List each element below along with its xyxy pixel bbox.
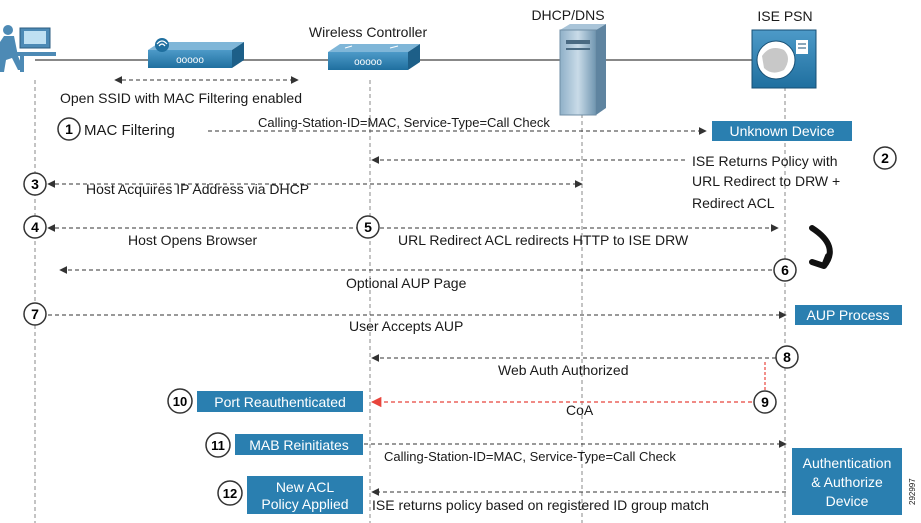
user-workstation-icon <box>0 25 56 72</box>
unknown-device-label: Unknown Device <box>729 123 834 139</box>
svg-text:1: 1 <box>65 121 73 137</box>
authentication-authorize-box <box>792 448 902 515</box>
message-m2-line3: Redirect ACL <box>692 195 775 211</box>
ise-psn-label: ISE PSN <box>757 8 812 24</box>
wireless-controller-label: Wireless Controller <box>309 24 428 40</box>
message-m12: ISE returns policy based on registered I… <box>372 497 709 513</box>
port-reauthenticated-box <box>197 391 363 412</box>
step-8-badge: 8 <box>775 345 799 369</box>
svg-text:2: 2 <box>881 150 889 166</box>
message-m11: Calling-Station-ID=MAC, Service-Type=Cal… <box>384 449 676 464</box>
svg-text:8: 8 <box>783 349 791 365</box>
unknown-device-box <box>712 121 852 141</box>
message-m9: CoA <box>566 402 594 418</box>
new-acl-policy-box <box>247 476 363 514</box>
access-point-icon: ooooo <box>148 38 244 68</box>
step-6-badge: 6 <box>773 258 797 282</box>
figure-id: 292997 <box>908 478 917 505</box>
open-ssid-label: Open SSID with MAC Filtering enabled <box>60 90 302 106</box>
message-m2-line2: URL Redirect to DRW + <box>692 173 840 189</box>
auth-line2: & Authorize <box>811 474 883 490</box>
message-m7: User Accepts AUP <box>349 318 463 334</box>
step-1-badge: 1 <box>57 117 81 141</box>
svg-text:7: 7 <box>31 306 39 322</box>
dhcp-dns-server-icon <box>559 24 606 116</box>
wireless-controller-icon: ooooo <box>328 44 420 70</box>
ise-psn-icon <box>751 29 817 89</box>
svg-text:ooooo: ooooo <box>176 55 204 66</box>
step-1-label: MAC Filtering <box>84 122 175 139</box>
step-4-badge: 4 <box>23 215 47 239</box>
svg-text:5: 5 <box>364 219 372 235</box>
step-9-badge: 9 <box>753 390 777 414</box>
message-m4: Host Opens Browser <box>128 232 257 248</box>
step-10-badge: 10 <box>167 388 193 414</box>
svg-text:11: 11 <box>211 438 225 453</box>
step-12-badge: 12 <box>217 480 243 506</box>
new-acl-line2: Policy Applied <box>261 496 348 512</box>
svg-text:6: 6 <box>781 262 789 278</box>
step-5-badge: 5 <box>356 215 380 239</box>
message-m6: Optional AUP Page <box>346 275 467 291</box>
step-7-badge: 7 <box>23 302 47 326</box>
aup-process-box <box>795 305 902 325</box>
svg-text:12: 12 <box>223 486 237 501</box>
message-m1: Calling-Station-ID=MAC, Service-Type=Cal… <box>258 115 550 130</box>
new-acl-line1: New ACL <box>276 479 335 495</box>
aup-process-label: AUP Process <box>807 307 890 323</box>
auth-line3: Device <box>826 493 869 509</box>
svg-text:3: 3 <box>31 176 39 192</box>
dhcp-dns-label: DHCP/DNS <box>531 7 604 23</box>
step-2-badge: 2 <box>873 146 897 170</box>
port-reauthenticated-label: Port Reauthenticated <box>214 394 346 410</box>
auth-line1: Authentication <box>803 455 892 471</box>
svg-text:9: 9 <box>761 394 769 410</box>
svg-text:ooooo: ooooo <box>354 57 382 68</box>
mab-reinitiates-label: MAB Reinitiates <box>249 437 349 453</box>
message-m3: Host Acquires IP Address via DHCP <box>86 181 309 197</box>
step-11-badge: 11 <box>205 432 231 458</box>
svg-text:10: 10 <box>173 394 187 409</box>
message-m5: URL Redirect ACL redirects HTTP to ISE D… <box>398 232 689 248</box>
curved-arrow-icon <box>809 225 833 269</box>
step-3-badge: 3 <box>23 172 47 196</box>
svg-text:4: 4 <box>31 219 39 235</box>
message-m8: Web Auth Authorized <box>498 362 629 378</box>
mab-reinitiates-box <box>235 434 363 455</box>
message-m2-line1: ISE Returns Policy with <box>692 153 838 169</box>
